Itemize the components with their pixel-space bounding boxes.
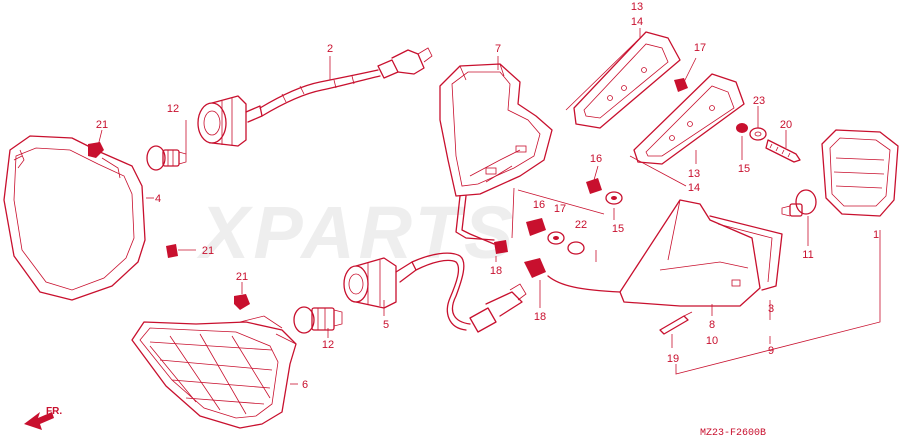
rear-turn-signal-housing-right[interactable] (547, 199, 783, 307)
callout-13-upper: 13 (631, 1, 643, 13)
callout-3: 3 (768, 303, 774, 315)
bulb-lower[interactable] (293, 306, 343, 334)
callout-15-center: 15 (612, 223, 624, 235)
callout-5: 5 (383, 319, 389, 331)
washer-17-lower[interactable] (547, 231, 565, 245)
callout-16-upper: 16 (590, 153, 602, 165)
washer-15-right[interactable] (736, 123, 748, 133)
callout-20: 20 (780, 119, 792, 131)
callout-21-lower: 21 (236, 271, 248, 283)
screw-20-alt (683, 311, 693, 317)
callout-11: 11 (802, 249, 813, 261)
callout-22: 22 (575, 219, 587, 231)
watermark: XPARTS (196, 191, 517, 274)
callout-15-right: 15 (738, 163, 750, 175)
washer-23[interactable] (749, 127, 767, 141)
callout-17-upper: 17 (694, 42, 706, 54)
washer-22[interactable] (567, 241, 585, 255)
callout-2: 2 (327, 43, 333, 55)
front-turn-signal-housing-left[interactable] (3, 135, 146, 301)
callout-23: 23 (753, 95, 765, 107)
callout-12-lower: 12 (322, 339, 334, 351)
callout-21-upper: 21 (96, 119, 108, 131)
screw-21-upper[interactable] (88, 129, 104, 158)
screw-21-middle[interactable] (166, 244, 196, 258)
callout-4: 4 (155, 193, 161, 205)
callout-13-lower: 13 (688, 168, 700, 180)
mount-bracket-upper[interactable] (573, 31, 681, 129)
socket-harness-upper[interactable] (197, 47, 433, 147)
callout-12-upper: 12 (167, 103, 179, 115)
mount-bracket-lower[interactable] (633, 73, 745, 165)
nut-16-lower[interactable] (526, 218, 546, 236)
callout-16-lower: 16 (533, 199, 545, 211)
callout-8: 8 (709, 319, 715, 331)
rear-turn-signal-lens[interactable] (821, 129, 899, 217)
nut-16-upper[interactable] (586, 178, 602, 194)
callout-19: 19 (667, 353, 679, 365)
leader-lines (24, 28, 881, 430)
bulb-rear[interactable] (781, 189, 817, 217)
callout-9: 9 (768, 345, 774, 357)
callout-17-lower: 17 (554, 203, 566, 215)
callout-1: 1 (873, 229, 879, 241)
callout-21-middle: 21 (202, 245, 214, 257)
screw-19[interactable] (659, 315, 689, 335)
nut-17-upper[interactable] (674, 57, 697, 92)
callout-18-upper: 18 (490, 265, 502, 277)
callouts: 1 2 3 4 5 6 7 8 9 10 11 12 12 13 14 13 1… (96, 1, 879, 391)
screw-21-lower[interactable] (234, 282, 250, 310)
callout-18-lower: 18 (534, 311, 546, 323)
front-indicator: FR. (46, 406, 62, 417)
washer-15-upper[interactable] (605, 191, 623, 205)
diagram-code: MZ23-F2600B (700, 428, 766, 439)
grommet-18-lower[interactable] (524, 258, 546, 278)
callout-10: 10 (706, 335, 718, 347)
callout-6: 6 (302, 379, 308, 391)
socket-harness-lower[interactable] (343, 252, 527, 333)
callout-14-lower: 14 (688, 182, 700, 194)
front-turn-signal-housing-right[interactable] (131, 315, 297, 429)
grommet-18-upper[interactable] (494, 240, 508, 254)
callout-7: 7 (495, 43, 501, 55)
bulb-upper[interactable] (146, 145, 187, 171)
rear-turn-signal-housing-left[interactable] (439, 63, 553, 245)
callout-14-upper: 14 (631, 16, 643, 28)
bolt-20[interactable] (765, 139, 801, 163)
